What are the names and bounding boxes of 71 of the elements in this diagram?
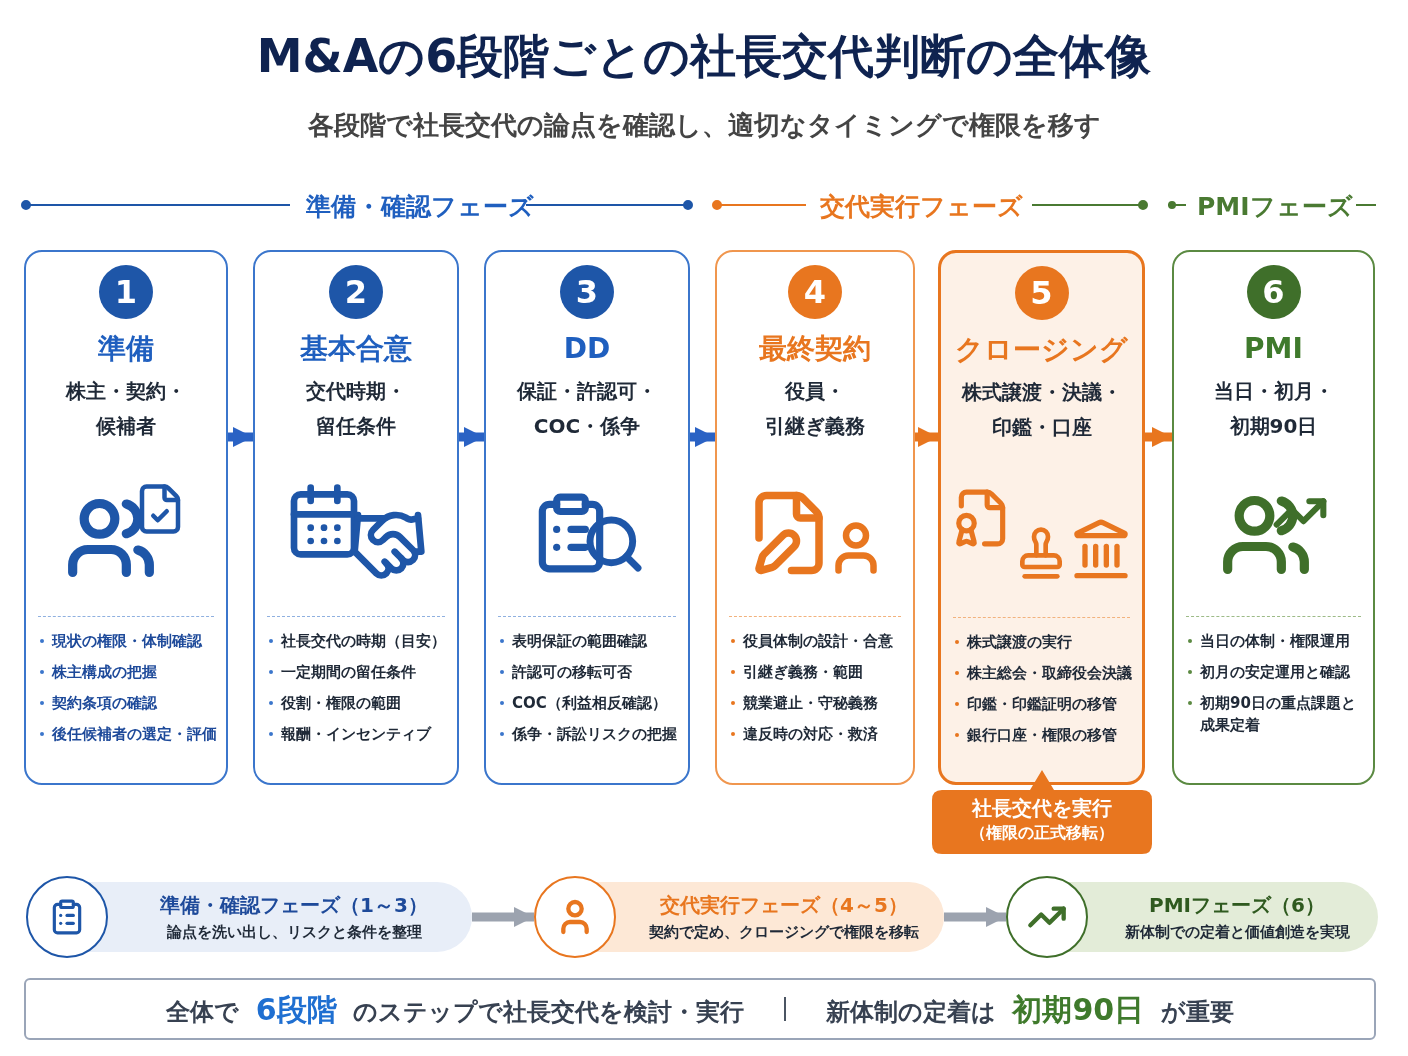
bullet-item: COC（利益相反確認）	[512, 693, 667, 714]
step-number-badge: 5	[1014, 266, 1069, 320]
summary-text: 新体制の定着は 初期90日 が重要	[826, 990, 1234, 1029]
bullet-item: 初月の安定運用と確認	[1200, 662, 1350, 683]
bullet-item: 表明保証の範囲確認	[512, 631, 647, 652]
flow-arrow	[944, 907, 1006, 927]
bullet-item: 引継ぎ義務・範囲	[743, 662, 863, 683]
summary-box	[24, 978, 1376, 1040]
bullet-item: 競業避止・守秘義務	[743, 693, 878, 714]
step-number-badge: 4	[788, 265, 842, 319]
bullet-item: 初期90日の重点課題と成果定着	[1200, 693, 1357, 736]
bullet-item: 印鑑・印鑑証明の移管	[967, 694, 1117, 715]
bullet-item: 違反時の対応・救済	[743, 724, 878, 745]
step-subtitle: 株式譲渡・決議・印鑑・口座	[960, 379, 1123, 441]
step-subtitle: 交代時期・留任条件	[305, 378, 407, 440]
phase-heading: 準備・確認フェーズ	[306, 191, 534, 223]
callout-title: 社長交代を実行	[972, 795, 1112, 822]
flow-arrow	[228, 427, 253, 447]
flow-arrow	[915, 427, 938, 447]
step-subtitle: 株主・契約・候補者	[64, 378, 187, 440]
step-card	[484, 250, 690, 785]
bullet-item: 現状の権限・体制確認	[52, 631, 202, 652]
bullet-item: 銀行口座・権限の移管	[967, 725, 1117, 746]
bullet-item: 株主構成の把握	[52, 662, 157, 683]
callout-bubble	[932, 770, 1152, 854]
flow-arrow	[690, 427, 715, 447]
step-number-badge: 1	[99, 265, 153, 319]
bullet-item: 契約条項の確認	[52, 693, 157, 714]
step-card	[253, 250, 459, 785]
title: M&Aの6段階ごとの社長交代判断の全体像	[255, 28, 1153, 85]
flow-arrow	[472, 907, 534, 927]
summary-text: 全体で 6段階 のステップで社長交代を検討・実行	[166, 990, 745, 1029]
subtitle: 各段階で社長交代の論点を確認し、適切なタイミングで権限を移す	[306, 109, 1102, 142]
bullet-item: 役員体制の設計・合意	[743, 631, 893, 652]
step-title: 最終契約	[759, 331, 871, 366]
step-number-badge: 3	[560, 265, 614, 319]
phase-title: PMIフェーズ（6）	[1149, 892, 1325, 919]
bullet-item: 報酬・インセンティブ	[281, 724, 431, 745]
step-number-badge: 2	[329, 265, 383, 319]
phase-description: 契約で定め、クロージングで権限を移転	[649, 922, 919, 943]
phase-heading: 交代実行フェーズ	[820, 191, 1023, 223]
phase-title: 交代実行フェーズ（4～5）	[660, 892, 908, 919]
phase-title: 準備・確認フェーズ（1～3）	[160, 892, 428, 919]
bullet-item: 社長交代の時期（目安）	[281, 631, 446, 652]
step-title: PMI	[1244, 331, 1303, 366]
step-card	[1172, 250, 1375, 785]
callout-note: （権限の正式移転）	[970, 822, 1114, 844]
step-title: クロージング	[955, 332, 1128, 367]
phase-description: 新体制での定着と価値創造を実現	[1124, 922, 1350, 943]
step-card	[938, 250, 1145, 785]
bullet-item: 一定期間の留任条件	[281, 662, 416, 683]
step-card	[715, 250, 915, 785]
phase-description: 論点を洗い出し、リスクと条件を整理	[166, 922, 422, 943]
bullet-item: 当日の体制・権限運用	[1200, 631, 1350, 652]
bullet-item: 係争・訴訟リスクの把握	[512, 724, 677, 745]
step-title: 基本合意	[300, 331, 412, 366]
step-number-badge: 6	[1246, 265, 1301, 319]
bullet-item: 後任候補者の選定・評価	[52, 724, 217, 745]
bullet-item: 許認可の移転可否	[512, 662, 632, 683]
flow-arrow	[1145, 427, 1172, 447]
step-title: DD	[563, 331, 611, 366]
step-subtitle: 役員・引継ぎ義務	[764, 378, 866, 440]
step-title: 準備	[98, 331, 154, 366]
step-card	[24, 250, 228, 785]
bullet-item: 役割・権限の範囲	[281, 693, 401, 714]
flow-arrow	[459, 427, 484, 447]
bullet-item: 株式譲渡の実行	[967, 632, 1072, 653]
step-subtitle: 当日・初月・初期90日	[1212, 378, 1335, 440]
step-subtitle: 保証・許認可・COC・係争	[516, 378, 658, 440]
bullet-item: 株主総会・取締役会決議	[967, 663, 1132, 684]
phase-heading: PMIフェーズ	[1197, 191, 1353, 223]
